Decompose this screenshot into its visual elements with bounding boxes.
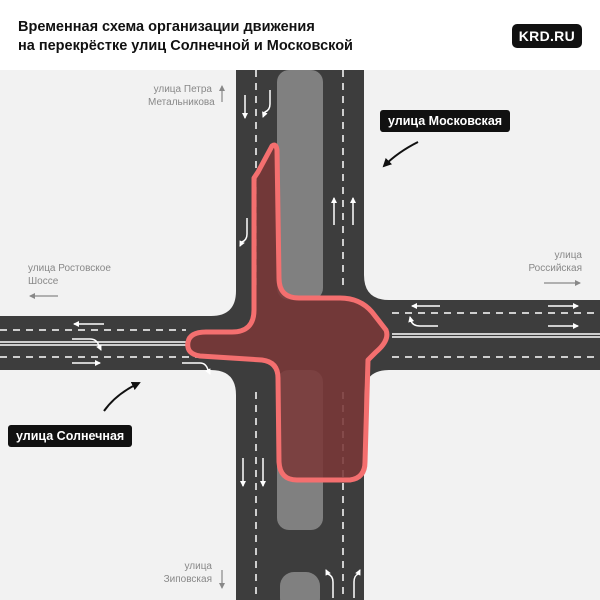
street-label-arrows — [29, 85, 581, 589]
street-label-line: улица Ростовское — [28, 263, 111, 274]
title-line-1: Временная схема организации движения — [18, 19, 315, 35]
turn-arrow-icon — [408, 316, 438, 327]
street-label-line: улица — [184, 561, 213, 572]
turn-arrow-icon — [262, 90, 271, 118]
street-label-line: Зиповская — [163, 574, 212, 585]
page-title: Временная схема организации движения на … — [18, 18, 488, 56]
title-line-2: на перекрёстке улиц Солнечной и Московск… — [18, 38, 353, 54]
lane-arrows — [72, 90, 579, 598]
turn-arrow-icon — [325, 569, 334, 598]
turn-arrow-icon — [72, 338, 102, 351]
median-north — [277, 70, 323, 300]
callout-moskovskaya: улица Московская — [380, 110, 511, 132]
callout-pointer-icon — [103, 381, 141, 412]
street-label-petra-metalnikova: улица Петра Метальникова — [148, 83, 215, 109]
turn-arrow-icon — [353, 569, 361, 598]
map-svg — [0, 70, 600, 600]
street-label-line: улица — [554, 250, 583, 261]
callout-pointer-icon — [382, 141, 419, 168]
street-label-rostovskoe-shosse: улица Ростовское Шоссе — [28, 262, 111, 288]
turn-arrow-icon — [182, 362, 211, 375]
street-label-rossiyskaya: улица Российская — [518, 249, 582, 275]
turn-arrow-icon — [239, 218, 248, 247]
street-label-line: Шоссе — [28, 276, 59, 287]
center-lines — [0, 333, 600, 346]
intersection-map — [0, 70, 600, 600]
header: Временная схема организации движения на … — [0, 0, 600, 70]
street-label-zipovskaya: улица Зиповская — [148, 560, 212, 586]
street-label-line: улица Петра — [153, 84, 212, 95]
logo: KRD.RU — [511, 24, 582, 48]
street-label-line: Российская — [528, 263, 582, 274]
work-zone-area — [185, 142, 390, 483]
street-label-line: Метальникова — [148, 97, 215, 108]
callout-solnechnaya: улица Солнечная — [8, 425, 133, 447]
median-south-island — [280, 572, 320, 600]
